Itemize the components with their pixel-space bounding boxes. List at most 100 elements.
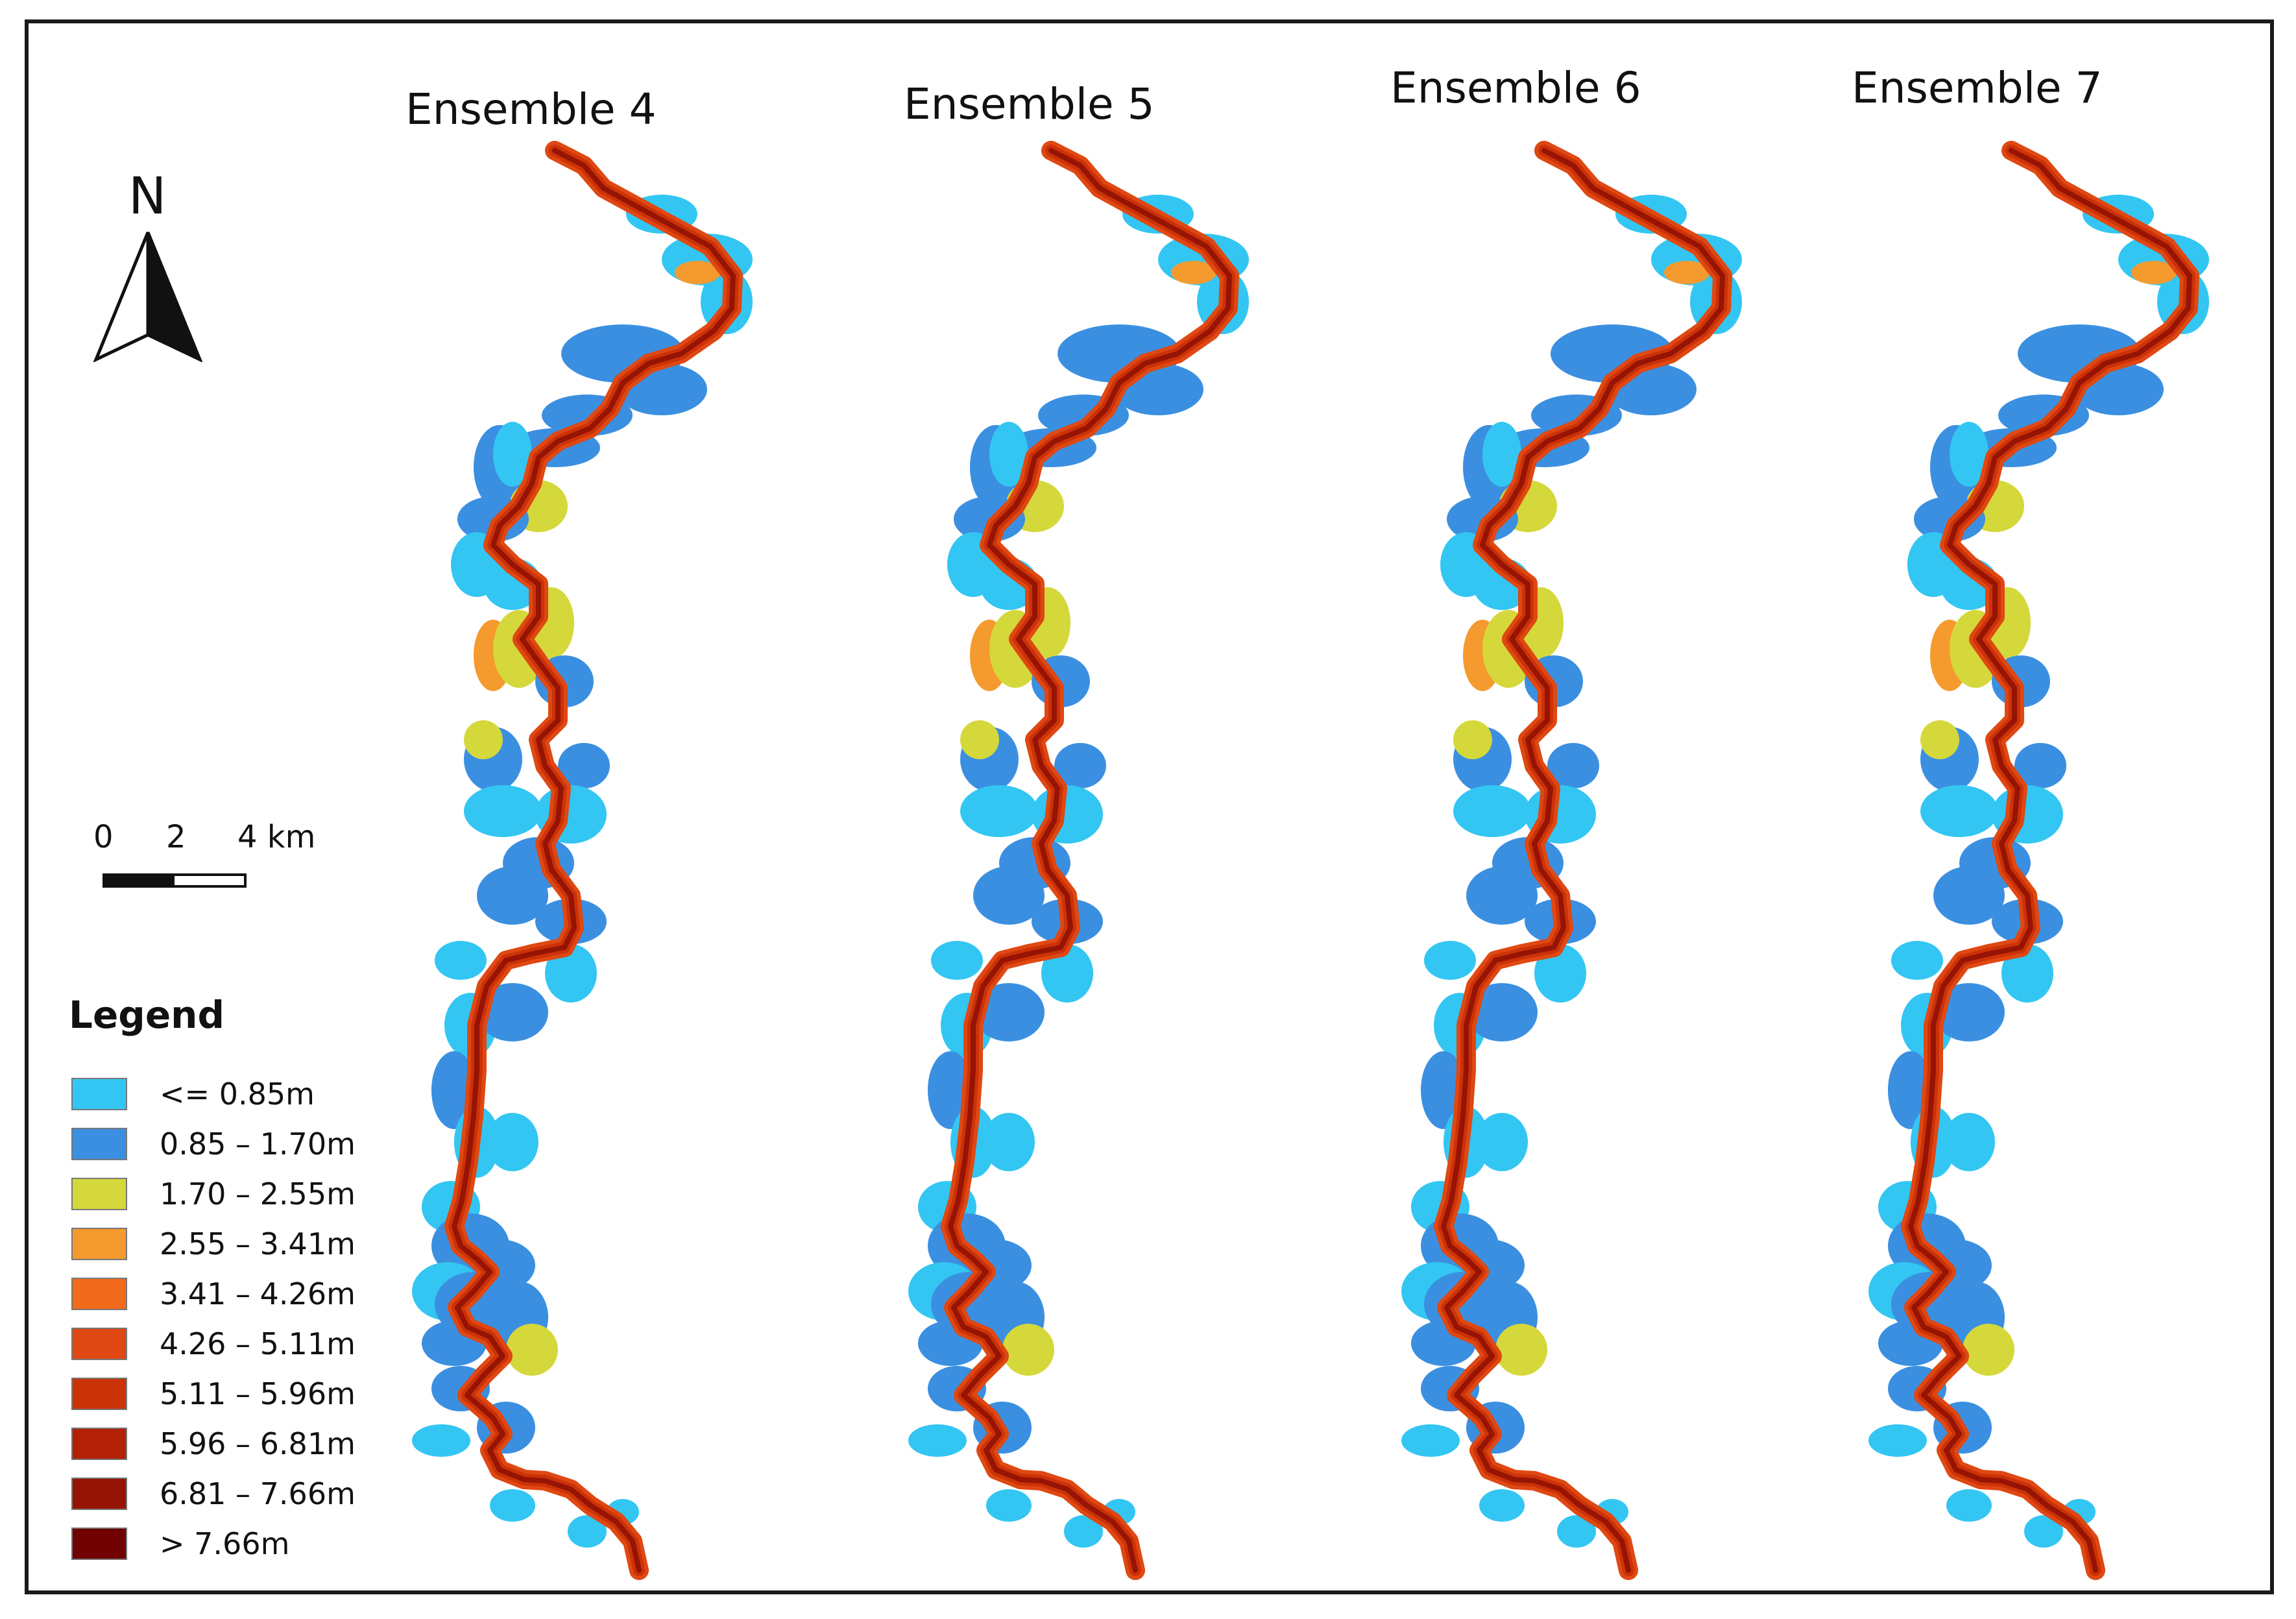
legend-swatch [71, 1278, 127, 1310]
scale-label-4km: 4 km [237, 819, 316, 855]
flood-area [675, 261, 720, 284]
scale-label-0: 0 [93, 819, 114, 855]
legend-label: 1.70 – 2.55m [160, 1176, 356, 1211]
flood-area [1466, 866, 1538, 925]
flood-area [1401, 1424, 1460, 1457]
flood-panel [1401, 141, 1742, 1580]
scale-bar-black-segment [105, 876, 175, 885]
flood-area [1933, 983, 2005, 1041]
flood-area [545, 944, 597, 1003]
flood-area [493, 422, 532, 487]
flood-area [908, 1424, 967, 1457]
flood-area [1002, 1324, 1054, 1376]
flood-area [1547, 743, 1599, 788]
river-channel [948, 148, 1232, 1573]
flood-area [1171, 261, 1216, 284]
flood-area [1868, 1424, 1927, 1457]
flood-area [1950, 422, 1988, 487]
legend-item: 3.41 – 4.26m [71, 1274, 356, 1313]
flood-area [1933, 866, 2005, 925]
flood-area [1943, 1113, 1995, 1171]
flood-area [1453, 720, 1492, 759]
flood-area [568, 1515, 607, 1548]
flood-area [973, 983, 1045, 1041]
flood-area [1920, 785, 1998, 837]
legend-label: > 7.66m [160, 1526, 290, 1561]
flood-area [464, 720, 503, 759]
flood-area [477, 983, 548, 1041]
flood-area [558, 743, 610, 788]
flood-area [1479, 1489, 1525, 1522]
flood-area [989, 422, 1028, 487]
flood-area [960, 785, 1038, 837]
legend-label: 0.85 – 1.70m [160, 1126, 356, 1162]
flood-area [1041, 944, 1093, 1003]
flood-area [1424, 941, 1476, 980]
flood-area [1891, 941, 1943, 980]
legend-label: 6.81 – 7.66m [160, 1476, 356, 1511]
legend-swatch [71, 1078, 127, 1110]
legend-swatch [71, 1328, 127, 1360]
flood-area [1064, 1515, 1103, 1548]
scale-bar-white-segment [175, 876, 244, 885]
legend-item: 1.70 – 2.55m [71, 1175, 356, 1213]
flood-area [435, 941, 487, 980]
flood-panel [1868, 141, 2209, 1580]
flood-area [506, 1324, 558, 1376]
legend-label: 3.41 – 4.26m [160, 1276, 356, 1311]
legend-swatch [71, 1178, 127, 1210]
flood-area [983, 1113, 1035, 1171]
legend-label: <= 0.85m [160, 1077, 315, 1112]
legend-swatch [71, 1428, 127, 1460]
river-channel [452, 148, 736, 1573]
legend-item: 4.26 – 5.11m [71, 1324, 356, 1363]
legend-item: > 7.66m [71, 1524, 289, 1563]
flood-area [1495, 1324, 1547, 1376]
flood-area [2001, 944, 2053, 1003]
flood-area [1557, 1515, 1596, 1548]
north-label: N [128, 167, 167, 226]
flood-area [1453, 785, 1531, 837]
flood-area [464, 785, 542, 837]
legend-label: 5.11 – 5.96m [160, 1376, 356, 1411]
legend-item: 0.85 – 1.70m [71, 1125, 356, 1163]
river-channel [1441, 148, 1725, 1573]
flood-area [1946, 1489, 1992, 1522]
legend-title: Legend [69, 993, 224, 1037]
flood-panel [908, 141, 1249, 1580]
flood-area [973, 866, 1045, 925]
flood-area [2024, 1515, 2063, 1548]
flood-area [1534, 944, 1586, 1003]
legend-item: 5.11 – 5.96m [71, 1374, 356, 1413]
flood-area [1920, 720, 1959, 759]
scale-label-2: 2 [166, 819, 186, 855]
panel-title-ensemble-6: Ensemble 6 [1390, 63, 1641, 113]
flood-area [931, 941, 983, 980]
river-channel [1908, 148, 2192, 1573]
flood-area [487, 1113, 538, 1171]
flood-panel [412, 141, 753, 1580]
legend-swatch [71, 1528, 127, 1560]
flood-area [960, 720, 999, 759]
panel-title-ensemble-4: Ensemble 4 [405, 84, 657, 134]
legend-label: 4.26 – 5.11m [160, 1326, 356, 1361]
legend-swatch [71, 1128, 127, 1160]
panel-title-ensemble-7: Ensemble 7 [1852, 63, 2103, 113]
legend-label: 2.55 – 3.41m [160, 1226, 356, 1261]
flood-area [2014, 743, 2066, 788]
flood-area [986, 1489, 1032, 1522]
flood-area [2131, 261, 2177, 284]
flood-area [1664, 261, 1710, 284]
legend-item: 2.55 – 3.41m [71, 1224, 356, 1263]
flood-area [1054, 743, 1106, 788]
flood-area [490, 1489, 535, 1522]
legend-swatch [71, 1478, 127, 1510]
scale-bar [103, 873, 247, 888]
flood-area [412, 1424, 470, 1457]
legend-label: 5.96 – 6.81m [160, 1426, 356, 1461]
flood-area [477, 866, 548, 925]
legend-swatch [71, 1228, 127, 1260]
flood-area [1963, 1324, 2014, 1376]
legend-item: <= 0.85m [71, 1075, 315, 1114]
